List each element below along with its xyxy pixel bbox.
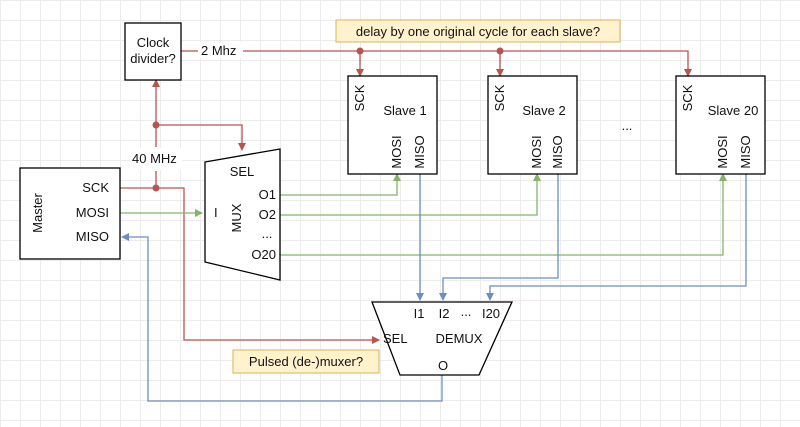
- mux-dots: ...: [262, 226, 273, 241]
- clock-bus-2mhz-right: [243, 50, 692, 77]
- junction-dot: [496, 47, 504, 55]
- mux-o20-port: O20: [251, 247, 276, 262]
- mux-o2-to-slave2: [280, 173, 541, 216]
- demux-dots: ...: [461, 304, 472, 319]
- mosi-lines: [120, 173, 727, 256]
- master-block: Master SCK MOSI MISO: [19, 167, 121, 260]
- clock-junctions: [152, 47, 504, 192]
- demux-title: DEMUX: [436, 331, 483, 346]
- master-title: Master: [30, 192, 45, 232]
- miso-lines: [121, 174, 747, 402]
- slave-name: Slave 2: [522, 103, 565, 118]
- note-pulsed-text: Pulsed (de-)muxer?: [249, 354, 363, 369]
- junction-dot: [152, 121, 160, 129]
- slave-ellipsis: ...: [622, 118, 633, 133]
- master-miso-port: MISO: [76, 229, 109, 244]
- sck-to-demux-sel: [156, 187, 380, 344]
- mux-o20-to-slave20: [280, 173, 727, 256]
- slave-sck-port: SCK: [352, 84, 367, 111]
- slave-mosi-port: MOSI: [715, 135, 730, 168]
- slave-miso-port: MISO: [412, 135, 427, 168]
- slave-sck-port: SCK: [492, 84, 507, 111]
- slave-mosi-port: MOSI: [529, 135, 544, 168]
- demux-i1-port: I1: [414, 306, 425, 321]
- demux-i2-port: I2: [439, 306, 450, 321]
- slave-miso-port: MISO: [550, 135, 565, 168]
- slave20-miso-to-demux: [486, 174, 747, 301]
- freq-label-2mhz: 2 Mhz: [201, 43, 236, 58]
- master-mosi-port: MOSI: [76, 205, 109, 220]
- mux-o1-to-slave1: [280, 173, 401, 196]
- sck-to-mux-sel: [156, 124, 246, 151]
- demux-i20-port: I20: [482, 306, 500, 321]
- demux-sel-port: SEL: [383, 331, 408, 346]
- mux-input-port: I: [214, 205, 218, 220]
- mux-block: SEL I MUX O1 O2 ... O20: [204, 148, 281, 281]
- clock-divider-label-2: divider?: [130, 51, 176, 66]
- note-delay: delay by one original cycle for each sla…: [335, 19, 621, 43]
- demux-block: I1 I2 ... I20 SEL DEMUX O: [371, 301, 514, 376]
- note-pulsed: Pulsed (de-)muxer?: [232, 349, 380, 374]
- slave-block: SCK Slave 20 MOSI MISO: [675, 75, 766, 175]
- mux-o1-port: O1: [259, 187, 276, 202]
- master-sck-port: SCK: [82, 180, 109, 195]
- mux-o2-port: O2: [259, 207, 276, 222]
- slave-name: Slave 1: [383, 103, 426, 118]
- slave-block: SCK Slave 2 MOSI MISO: [487, 75, 578, 175]
- sck-to-divider: [120, 171, 157, 189]
- slave-sck-port: SCK: [680, 84, 695, 111]
- mux-sel-port: SEL: [230, 164, 255, 179]
- demux-output-port: O: [438, 358, 448, 373]
- demux-to-master-miso: [121, 233, 443, 402]
- clock-divider-block: Clock divider?: [124, 22, 182, 81]
- slave-block: SCK Slave 1 MOSI MISO: [347, 75, 438, 175]
- slave-mosi-port: MOSI: [389, 135, 404, 168]
- freq-label-40mhz: 40 MHz: [132, 151, 177, 166]
- slave-miso-port: MISO: [738, 135, 753, 168]
- note-delay-text: delay by one original cycle for each sla…: [356, 24, 600, 39]
- slave-name: Slave 20: [708, 103, 759, 118]
- junction-dot: [152, 184, 160, 192]
- slave2-miso-to-demux: [439, 174, 559, 301]
- clock-divider-label-1: Clock: [137, 35, 170, 50]
- junction-dot: [356, 47, 364, 55]
- mux-title: MUX: [229, 203, 244, 232]
